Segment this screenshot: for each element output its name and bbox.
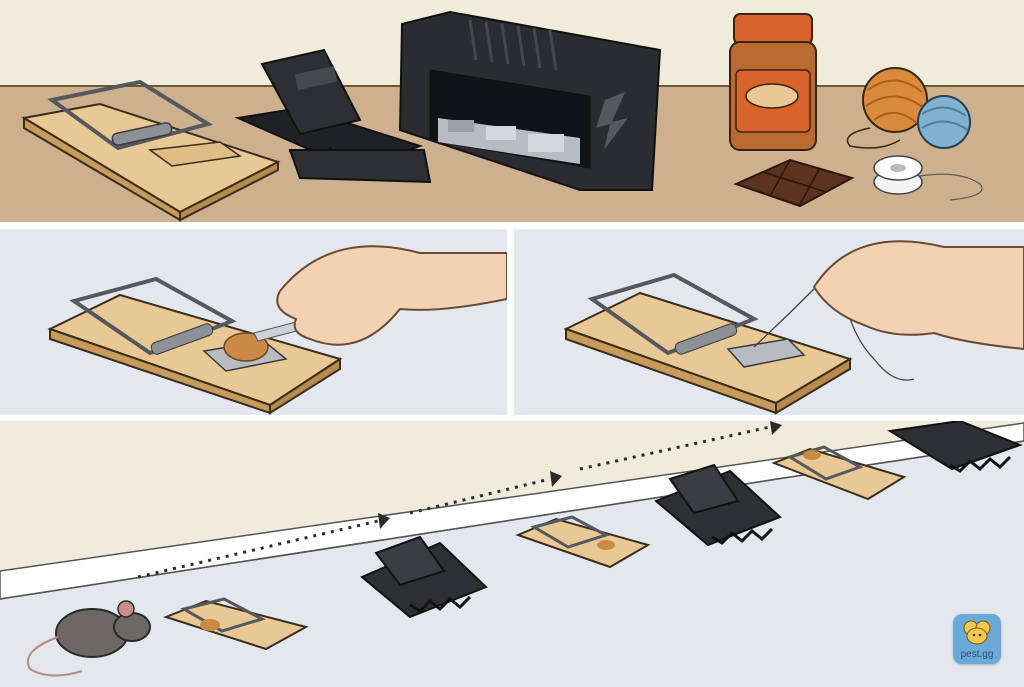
tying-scene	[514, 229, 1024, 415]
thread-spool	[873, 155, 983, 201]
hand-illustration	[812, 240, 1024, 351]
wooden-snap-trap	[515, 515, 651, 569]
arrow-head-icon	[378, 513, 390, 529]
arrow-head-icon	[770, 421, 782, 435]
wooden-snap-trap	[563, 272, 853, 415]
mouse-illustration	[27, 600, 151, 677]
tying-panel	[514, 229, 1024, 415]
materials-panel	[0, 0, 1024, 222]
wooden-snap-trap	[21, 79, 281, 222]
brand-label: pest.gg	[960, 649, 994, 660]
plastic-snap-trap	[887, 421, 1023, 473]
electronic-trap	[398, 10, 662, 191]
baiting-panel	[0, 229, 507, 415]
direction-arrow	[137, 425, 771, 579]
baiting-scene	[0, 229, 507, 415]
plastic-snap-trap	[360, 535, 488, 619]
plastic-snap-trap	[654, 463, 782, 547]
hand-illustration	[276, 245, 507, 346]
placement-panel	[0, 421, 1024, 687]
materials-scene	[0, 0, 1024, 222]
chocolate-bar	[733, 158, 855, 208]
placement-scene	[0, 421, 1024, 687]
plastic-snap-trap	[234, 48, 432, 184]
mouse-icon	[963, 620, 991, 645]
yarn-balls	[846, 67, 971, 149]
peanut-butter-jar	[729, 13, 817, 151]
wooden-snap-trap	[47, 276, 343, 415]
arrow-head-icon	[550, 471, 562, 487]
brand-badge: pest.gg	[953, 614, 1001, 664]
wooden-snap-trap	[771, 445, 907, 501]
wooden-snap-trap	[163, 597, 309, 651]
